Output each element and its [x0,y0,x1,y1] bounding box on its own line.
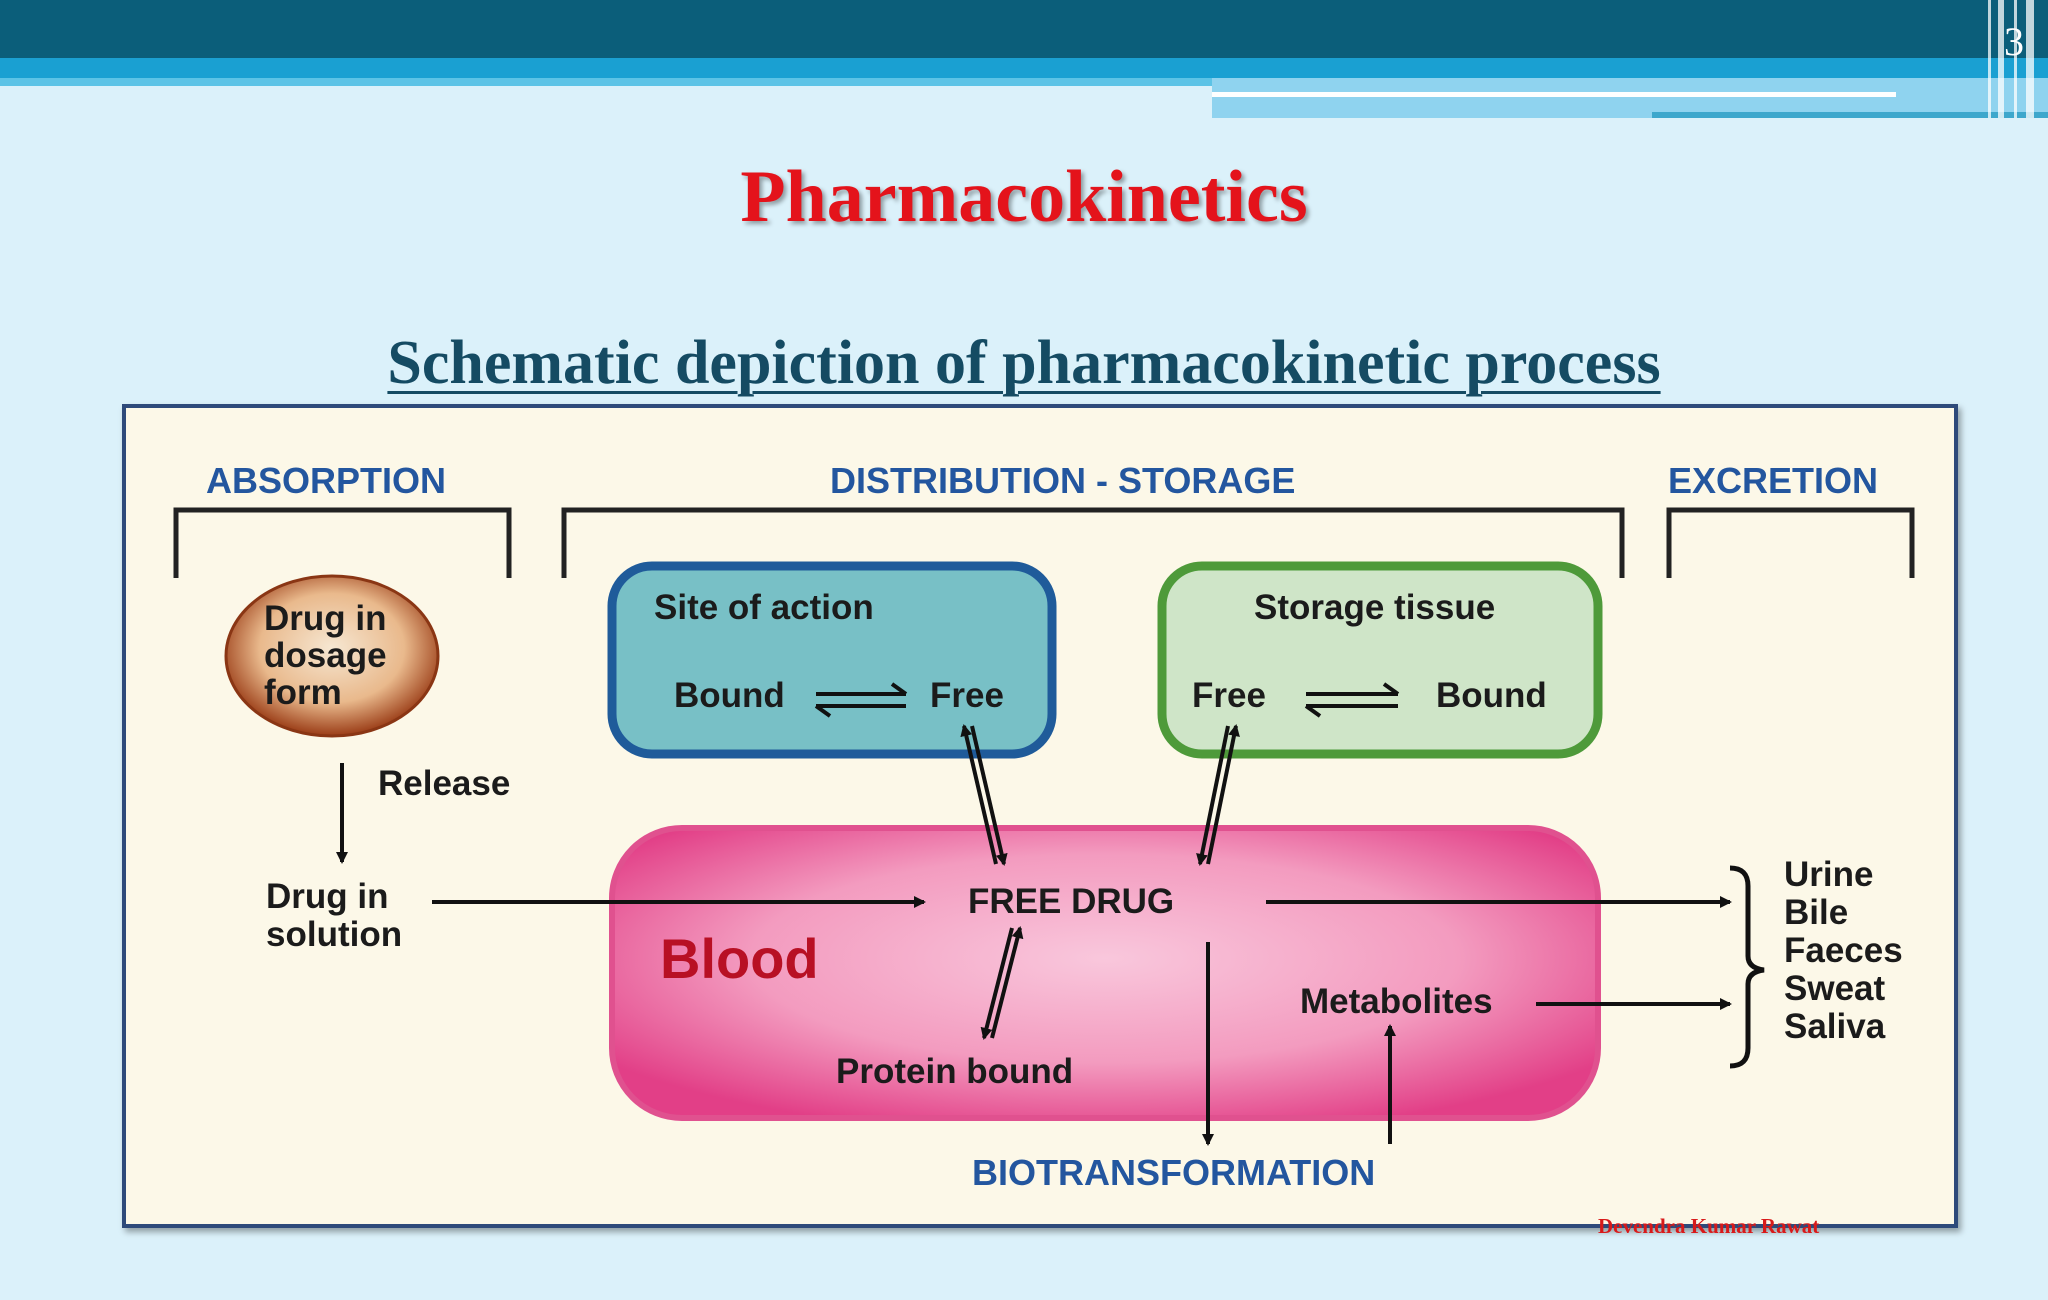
header-band-white-line [1212,92,1896,97]
absorption-bracket [173,507,512,578]
excretion-bracket [1666,507,1915,578]
header-band-accent [1652,112,2048,118]
site-equilibrium-arrows [814,682,908,718]
free-drug-label: FREE DRUG [968,882,1175,921]
diagram-graphics [173,507,1915,1146]
absorption-header: ABSORPTION [206,460,447,501]
distribution-bracket [561,507,1625,578]
free-to-protein-arrow [980,927,1014,1040]
site-of-action-title: Site of action [654,588,874,627]
header-band-dark [0,0,2048,58]
storage-free-label: Free [1192,676,1266,715]
dosage-form-label: Drug in dosage form [264,599,387,712]
release-label: Release [378,764,511,803]
site-to-blood-arrow [970,725,1008,866]
protein-bound-label: Protein bound [836,1052,1074,1091]
header-band-light [0,78,1212,86]
dosage-form-circle [224,574,440,738]
pharmacokinetics-diagram: ABSORPTION DISTRIBUTION - STORAGE EXCRET… [122,404,1958,1228]
excretion-route: Sweat [1784,969,1886,1008]
excretion-brace [1729,865,1765,1069]
storage-bound-label: Bound [1436,676,1547,715]
excretion-route: Faeces [1784,931,1903,970]
site-free-label: Free [930,676,1004,715]
biotransformation-label: BIOTRANSFORMATION [972,1152,1376,1193]
storage-to-blood-arrow [1196,725,1230,866]
drug-in-solution-label: Drug in solution [266,877,403,954]
slide-title: Pharmacokinetics [740,156,1308,238]
header-vertical-line [2014,0,2017,118]
distribution-header: DISTRIBUTION - STORAGE [830,460,1296,501]
site-of-action-box [607,561,1057,759]
storage-equilibrium-arrows [1304,682,1400,718]
slide-number: 3 [2004,19,2024,64]
excretion-header: EXCRETION [1668,460,1879,501]
storage-tissue-box [1157,561,1603,759]
blood-label: Blood [660,927,819,990]
header-vertical-line [1998,0,2004,118]
slide-subtitle: Schematic depiction of pharmacokinetic p… [387,329,1661,397]
excretion-routes-list: Urine Bile Faeces Sweat Saliva [1784,856,1903,1046]
storage-tissue-title: Storage tissue [1254,588,1496,627]
header-vertical-line [2026,0,2034,118]
protein-to-free-arrow [990,926,1024,1039]
header-vertical-line [1988,0,1991,118]
excretion-route: Bile [1784,893,1849,932]
blood-to-storage-arrow [1206,724,1240,865]
metabolites-label: Metabolites [1300,982,1493,1021]
blood-to-site-arrow [960,724,998,865]
excretion-route: Urine [1784,855,1874,894]
excretion-route: Saliva [1784,1007,1886,1046]
author-credit: Devendra Kumar Rawat [1598,1214,1820,1238]
header-band-mid [0,58,2048,78]
header-band-right [1212,78,2048,118]
site-bound-label: Bound [674,676,785,715]
